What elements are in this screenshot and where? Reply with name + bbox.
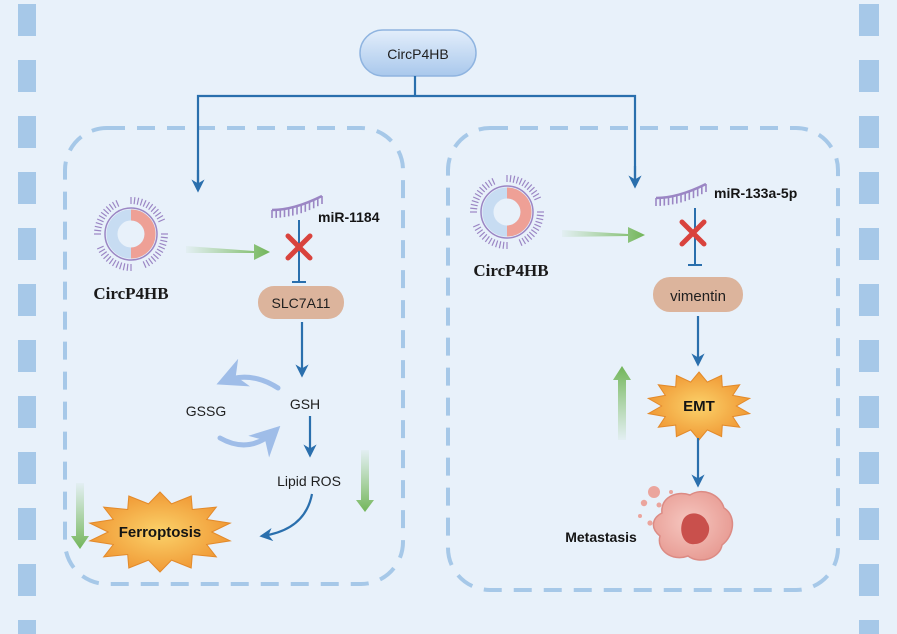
circrna-icon (94, 197, 168, 271)
right-mirna-label: miR-133a-5p (714, 185, 797, 201)
border-dash (859, 172, 879, 204)
lipid-ros-label: Lipid ROS (277, 473, 341, 489)
emt-increase-arrow (613, 366, 631, 440)
gssg-label: GSSG (186, 403, 226, 419)
metastatic-cell-icon (638, 486, 734, 561)
border-dash (18, 340, 36, 372)
border-dash (859, 60, 879, 92)
mirna-icon (271, 194, 323, 218)
right-panel-border (446, 126, 840, 592)
vimentin-label: vimentin (670, 288, 726, 305)
vimentin-node[interactable] (653, 277, 743, 312)
ferroptosis-burst-icon (88, 491, 232, 573)
circrna-icon-right (470, 175, 544, 249)
border-dash (859, 396, 879, 428)
ferroptosis-label: Ferroptosis (119, 524, 202, 541)
left-circ-label: CircP4HB (93, 284, 168, 303)
border-dash (18, 452, 36, 484)
right-block-x-icon (679, 219, 707, 247)
border-dash (859, 620, 879, 634)
left-panel-border (63, 126, 405, 586)
border-dash (18, 172, 36, 204)
left-green-arrow (186, 244, 270, 260)
left-inhibit-line (292, 220, 306, 283)
mirna-icon-right (655, 182, 707, 206)
slc7a11-label: SLC7A11 (272, 295, 331, 311)
right-circ-label: CircP4HB (473, 261, 548, 280)
border-dash (18, 564, 36, 596)
ferroptosis-decrease-arrow (71, 483, 89, 549)
border-dash (859, 4, 879, 36)
border-dash (18, 228, 36, 260)
border-dash (18, 4, 36, 36)
border-dash (18, 508, 36, 540)
top-circ-label: CircP4HB (387, 46, 448, 62)
border-dash (859, 284, 879, 316)
border-dashes (18, 4, 879, 634)
metastasis-label: Metastasis (565, 529, 637, 545)
border-dash (859, 116, 879, 148)
border-dash (18, 620, 36, 634)
left-block-x-icon (285, 233, 313, 261)
arrow-gssg-to-gsh (217, 425, 281, 458)
slc7a11-node[interactable] (258, 286, 344, 319)
gsh-label: GSH (290, 396, 320, 412)
border-dash (859, 340, 879, 372)
border-dash (18, 284, 36, 316)
left-mirna-label: miR-1184 (318, 209, 380, 225)
arrow-gsh-to-gssg (216, 358, 281, 391)
top-circ-node[interactable] (359, 29, 477, 77)
emt-label: EMT (683, 398, 715, 415)
border-dash (18, 396, 36, 428)
border-dash (859, 452, 879, 484)
border-dash (859, 228, 879, 260)
arrow-lipidros-ferroptosis (259, 493, 314, 542)
branch-connector (196, 76, 637, 190)
border-dash (859, 564, 879, 596)
border-dash (18, 60, 36, 92)
lipid-ros-decrease-arrow (356, 450, 374, 512)
border-dash (18, 116, 36, 148)
right-green-arrow (562, 227, 645, 243)
border-dash (859, 508, 879, 540)
